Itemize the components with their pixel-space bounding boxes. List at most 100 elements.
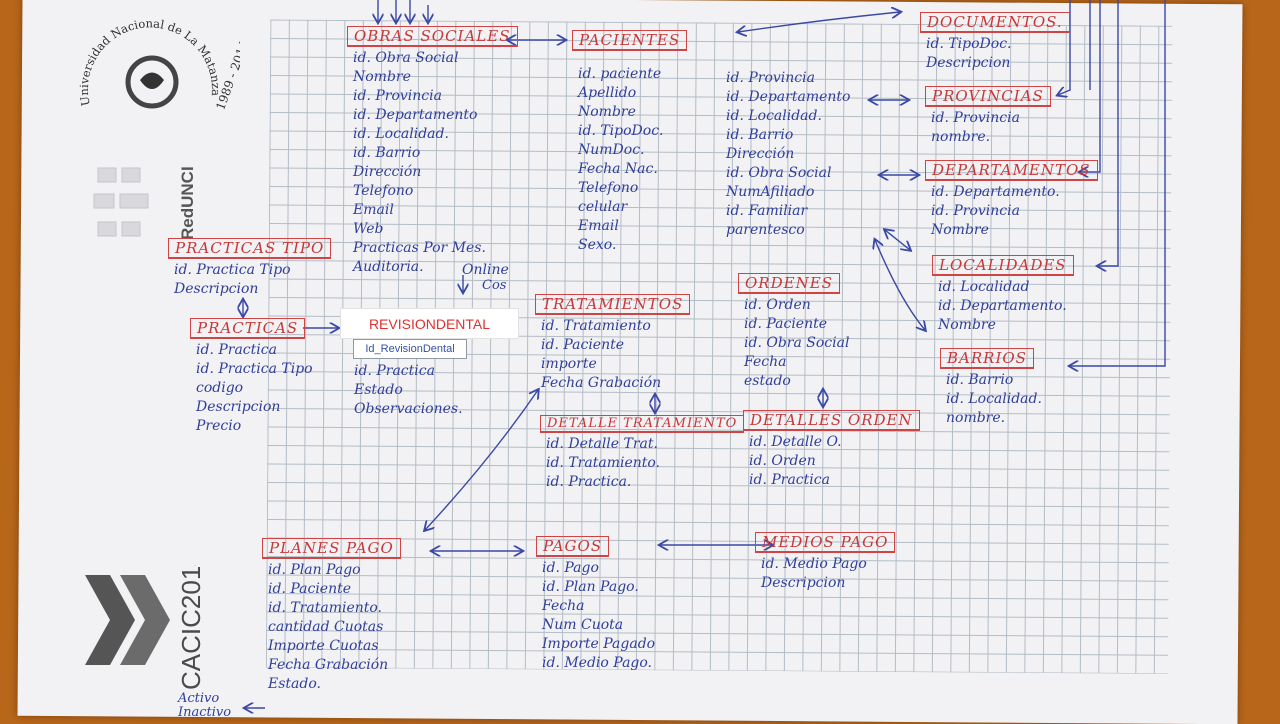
- field: id. Orden: [749, 453, 816, 469]
- field: id. Localidad: [938, 279, 1030, 295]
- field: id. Obra Social: [744, 335, 850, 351]
- field-list: id. Medio Pago Descripcion: [761, 555, 895, 593]
- field: Dirección: [353, 164, 422, 180]
- field: id. TipoDoc.: [926, 36, 1012, 52]
- field: id. Departamento: [353, 107, 478, 123]
- entity-title: BARRIOS: [940, 348, 1034, 369]
- entity-pacientes: PACIENTES id. paciente Apellido Nombre i…: [572, 30, 688, 255]
- note-inactivo: Inactivo: [178, 705, 232, 720]
- field: nombre.: [946, 410, 1006, 426]
- entity-title: PRACTICAS: [190, 318, 306, 339]
- field: Observaciones.: [354, 401, 463, 417]
- field: id. Localidad.: [353, 126, 449, 142]
- field: id. Barrio: [353, 145, 421, 161]
- field: id. Practica Tipo: [196, 361, 313, 377]
- entity-planes-pago: PLANES PAGO id. Plan Pago id. Paciente i…: [262, 538, 401, 694]
- entity-title: DEPARTAMENTOS: [925, 160, 1098, 181]
- field: id. Tratamiento.: [268, 600, 383, 616]
- seal-emblem-icon: [125, 55, 179, 109]
- field: id. Practica: [196, 342, 277, 358]
- auditoria-values-note: Online: [462, 262, 509, 278]
- field: Fecha Nac.: [578, 161, 658, 177]
- entity-obras-sociales: OBRAS SOCIALES id. Obra Social Nombre id…: [347, 26, 518, 277]
- field: estado: [744, 373, 791, 389]
- field: id. Provincia: [726, 70, 815, 86]
- field-list: id. Barrio id. Localidad. nombre.: [946, 371, 1042, 428]
- field: id. Paciente: [541, 337, 625, 353]
- entity-title: PLANES PAGO: [262, 538, 401, 559]
- note-online: Online: [462, 262, 509, 278]
- entity-title: DETALLE TRATAMIENTO: [540, 415, 745, 433]
- field: id. Tratamiento: [541, 318, 651, 334]
- field: Telefono: [353, 183, 414, 199]
- field: Apellido: [578, 85, 637, 101]
- field: importe: [541, 356, 597, 372]
- field-list: id. Practica id. Practica Tipo codigo De…: [196, 341, 313, 436]
- redunci-logo: RedUNCI: [93, 166, 197, 240]
- field: Descripcion: [196, 399, 281, 415]
- field: id. Provincia: [353, 88, 442, 104]
- field-list: id. Orden id. Paciente id. Obra Social F…: [744, 296, 849, 391]
- auditoria-values-note-2: Cos: [482, 278, 506, 293]
- university-seal: Universidad Nacional de La Matanza 1989 …: [77, 16, 240, 112]
- field: parentesco: [726, 222, 805, 238]
- field: celular: [578, 199, 628, 215]
- field: id. Plan Pago.: [542, 579, 639, 595]
- field-list: id. paciente Apellido Nombre id. TipoDoc…: [578, 65, 687, 255]
- field: Nombre: [931, 222, 989, 238]
- field-list: id. Provincia nombre.: [931, 109, 1051, 147]
- network-name: RedUNCI: [178, 166, 197, 240]
- field: id. Paciente: [744, 316, 828, 332]
- field: id. Barrio: [726, 127, 794, 143]
- field: Practicas Por Mes.: [353, 240, 486, 256]
- field: Fecha: [744, 354, 787, 370]
- field: id. Departamento.: [931, 184, 1060, 200]
- field-list: id. Detalle O. id. Orden id. Practica: [749, 433, 920, 490]
- field: id. Departamento: [726, 89, 851, 105]
- field: id. Plan Pago: [268, 562, 361, 578]
- field: Fecha Grabación: [268, 657, 389, 673]
- entity-title: OBRAS SOCIALES: [347, 26, 518, 47]
- entity-ordenes: ORDENES id. Orden id. Paciente id. Obra …: [738, 273, 849, 391]
- field-list: id. Plan Pago id. Paciente id. Tratamien…: [268, 561, 401, 694]
- field-list: id. Pago id. Plan Pago. Fecha Num Cuota …: [542, 559, 655, 673]
- field: Fecha Grabación: [541, 375, 662, 391]
- field: id. Medio Pago.: [542, 655, 653, 671]
- field: id. Obra Social: [353, 50, 459, 66]
- field: Precio: [196, 418, 242, 434]
- entity-localidades: LOCALIDADES id. Localidad id. Departamen…: [932, 255, 1074, 335]
- entity-title: ORDENES: [738, 273, 840, 294]
- field: Telefono: [578, 180, 639, 196]
- entity-pagos: PAGOS id. Pago id. Plan Pago. Fecha Num …: [536, 536, 655, 673]
- field: id. Localidad.: [946, 391, 1042, 407]
- field: id. Practica Tipo: [174, 262, 291, 278]
- field: id. Barrio: [946, 372, 1014, 388]
- field: cantidad Cuotas: [268, 619, 384, 635]
- field: Descripcion: [926, 55, 1011, 71]
- entity-detalle-tratamiento: DETALLE TRATAMIENTO id. Detalle Trat. id…: [540, 412, 745, 492]
- field-list: id. TipoDoc. Descripcion: [926, 35, 1070, 73]
- field: id. paciente: [578, 66, 662, 82]
- field: id. Provincia: [931, 203, 1020, 219]
- field: id. Practica: [749, 472, 830, 488]
- field: Fecha: [542, 598, 585, 614]
- entity-practicas: PRACTICAS id. Practica id. Practica Tipo…: [190, 318, 313, 436]
- field: Importe Pagado: [542, 636, 656, 652]
- field: id. Orden: [744, 297, 811, 313]
- field: Dirección: [726, 146, 795, 162]
- field: codigo: [196, 380, 244, 396]
- field: id. Medio Pago: [761, 556, 867, 572]
- entity-practicas-tipo: PRACTICAS TIPO id. Practica Tipo Descrip…: [168, 238, 332, 299]
- field: Email: [353, 202, 394, 218]
- field: Email: [578, 218, 619, 234]
- field: id. Detalle Trat.: [546, 436, 658, 452]
- entity-title: MEDIOS PAGO: [755, 532, 896, 553]
- field: Auditoria.: [353, 259, 424, 275]
- estado-values-note: Activo Inactivo: [178, 692, 231, 720]
- field: Nombre: [578, 104, 636, 120]
- field: NumAfiliado: [726, 184, 815, 200]
- field-list: id. Tratamiento id. Paciente importe Fec…: [541, 317, 690, 393]
- entity-title: PRACTICAS TIPO: [168, 238, 332, 259]
- field: id. Provincia: [931, 110, 1020, 126]
